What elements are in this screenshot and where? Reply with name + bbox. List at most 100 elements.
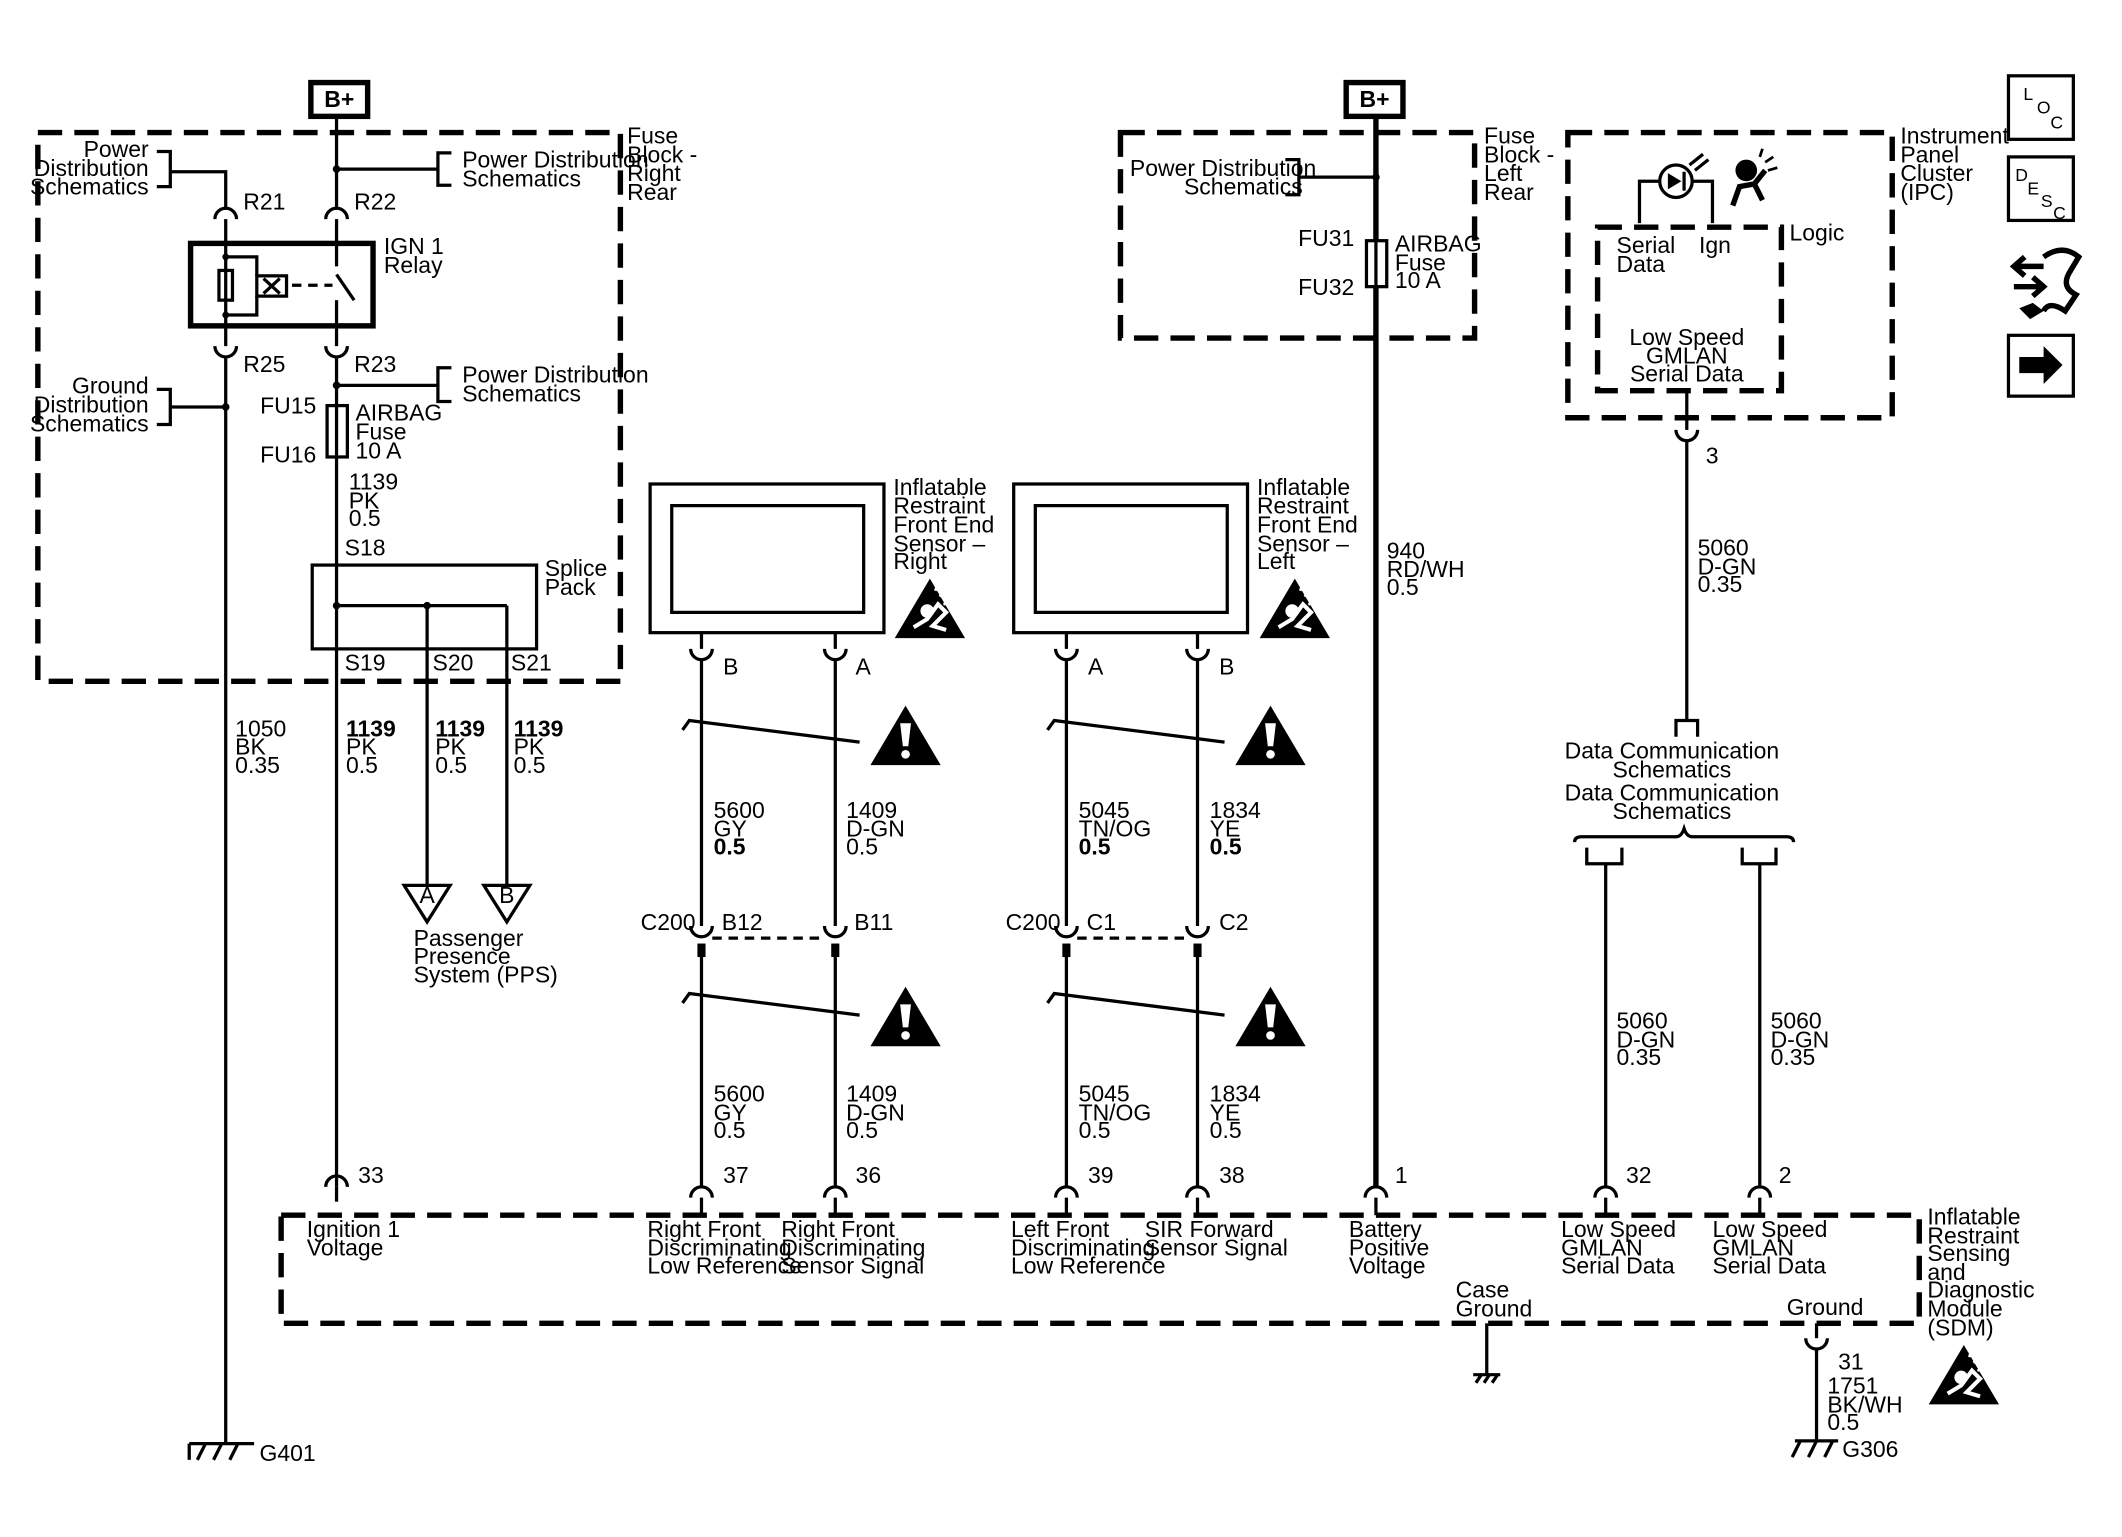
svg-text:Schematics: Schematics (1613, 798, 1732, 824)
wire-5060-label-top: 5060 D-GN 0.35 (1698, 535, 1757, 597)
svg-text:Fuse: Fuse (1484, 122, 1535, 148)
svg-text:G401: G401 (260, 1440, 316, 1466)
pps-connector-a: A (401, 882, 454, 925)
svg-text:10 A: 10 A (1395, 267, 1442, 293)
svg-text:5045: 5045 (1079, 1081, 1130, 1107)
svg-text:Left Front: Left Front (1011, 1216, 1110, 1242)
svg-text:Restraint: Restraint (1927, 1223, 2020, 1249)
svg-text:D: D (2015, 165, 2028, 185)
svg-text:Schematics: Schematics (30, 174, 149, 200)
svg-text:D-GN: D-GN (1771, 1027, 1830, 1053)
pin-r22: R22 (354, 189, 396, 215)
svg-text:PK: PK (435, 733, 466, 759)
svg-text:(IPC): (IPC) (1900, 179, 1954, 205)
airbag-indicator-icon (1730, 148, 1778, 207)
svg-text:0.5: 0.5 (349, 505, 381, 531)
svg-text:Splice: Splice (545, 555, 608, 581)
svg-text:0.35: 0.35 (235, 752, 280, 778)
wire-1409-label-top: 1409 D-GN 0.5 (846, 797, 905, 859)
ipc-serial-data-label: Serial Data (1617, 232, 1676, 277)
svg-text:Left: Left (1257, 548, 1296, 574)
sdm-case-ground: Case Ground (1456, 1277, 1532, 1384)
svg-text:Sensor –: Sensor – (1257, 531, 1349, 557)
svg-text:Diagnostic: Diagnostic (1927, 1277, 2034, 1303)
svg-text:2: 2 (1779, 1162, 1792, 1188)
sdm-pin-31: 31 (1804, 1323, 1864, 1374)
power-distribution-ref-1: Power Distribution Schematics (462, 147, 648, 192)
airbag-fuse-lr-label: AIRBAG Fuse 10 A (1395, 231, 1482, 293)
svg-text:Fuse: Fuse (1395, 249, 1446, 275)
svg-text:Inflatable: Inflatable (1257, 474, 1350, 500)
ipc-logic-block (1594, 224, 1785, 394)
svg-text:B12: B12 (722, 909, 763, 935)
wire-1834-label-top: 1834 YE 0.5 (1210, 797, 1261, 859)
svg-text:G306: G306 (1842, 1436, 1898, 1462)
wire-5600-label-top: 5600 GY 0.5 (714, 797, 765, 859)
sdm-module (278, 1212, 1922, 1327)
power-distribution-ref-3: Power Distribution Schematics (1130, 155, 1316, 200)
loc-icon[interactable]: L O C (2006, 74, 2075, 141)
svg-text:36: 36 (856, 1162, 882, 1188)
svg-text:0.5: 0.5 (1827, 1409, 1859, 1435)
ipc-label: Instrument Panel Cluster (IPC) (1900, 122, 2009, 205)
svg-text:0.5: 0.5 (714, 1117, 746, 1143)
pin-r23: R23 (354, 351, 396, 377)
svg-text:0.5: 0.5 (1387, 574, 1419, 600)
wire-1409-label-bottom: 1409 D-GN 0.5 (846, 1081, 905, 1143)
svg-text:1139: 1139 (346, 716, 396, 742)
sdm-pin-32: 32 (1593, 1162, 1652, 1216)
ign1-relay-label: IGN 1 Relay (384, 233, 444, 278)
svg-text:AIRBAG: AIRBAG (1395, 231, 1482, 257)
svg-text:B: B (499, 882, 514, 908)
svg-text:1139: 1139 (349, 468, 398, 494)
sdm-term-rf-signal: Right Front Discriminating Sensor Signal (781, 1216, 925, 1278)
svg-text:YE: YE (1210, 816, 1241, 842)
svg-text:5600: 5600 (714, 797, 765, 823)
connector-icon[interactable] (2009, 247, 2083, 320)
svg-text:1139: 1139 (435, 716, 485, 742)
pps-connector-b: B (480, 882, 533, 925)
svg-text:B+: B+ (324, 86, 354, 112)
arrow-icon[interactable] (2006, 333, 2075, 398)
svg-text:C: C (2050, 113, 2063, 133)
wire-1751-label: 1751 BK/WH 0.5 (1827, 1373, 1902, 1435)
caution-icon (1235, 986, 1306, 1047)
svg-text:RD/WH: RD/WH (1387, 556, 1465, 582)
svg-text:System (PPS): System (PPS) (414, 962, 558, 988)
svg-text:D-GN: D-GN (846, 816, 905, 842)
splice-s19: S19 (345, 650, 386, 676)
power-distribution-ref-2: Power Distribution Schematics (462, 362, 648, 407)
wire-1050-label: 1050 BK 0.35 (235, 716, 286, 778)
svg-text:1834: 1834 (1210, 797, 1261, 823)
battery-positive-terminal-left: B+ (1343, 79, 1406, 120)
svg-text:5600: 5600 (714, 1081, 765, 1107)
svg-text:0.5: 0.5 (346, 752, 378, 778)
svg-text:GMLAN: GMLAN (1646, 343, 1728, 369)
svg-text:AIRBAG: AIRBAG (355, 399, 442, 425)
sdm-term-battery-voltage: Battery Positive Voltage (1349, 1216, 1429, 1278)
svg-text:C200: C200 (641, 909, 696, 935)
sdm-pin-38: 38 (1185, 1162, 1245, 1216)
fuse-fu16: FU16 (260, 441, 316, 467)
svg-text:Panel: Panel (1900, 141, 1959, 167)
svg-text:C: C (2053, 203, 2066, 223)
svg-text:0.5: 0.5 (435, 752, 467, 778)
svg-text:Low Speed: Low Speed (1561, 1216, 1676, 1242)
wire-5600-label-bottom: 5600 GY 0.5 (714, 1081, 765, 1143)
wire-940-label: 940 RD/WH 0.5 (1387, 537, 1465, 599)
svg-text:Presence: Presence (414, 943, 511, 969)
svg-text:Schematics: Schematics (1184, 174, 1303, 200)
svg-text:0.5: 0.5 (1210, 833, 1242, 859)
svg-text:39: 39 (1088, 1162, 1114, 1188)
svg-text:0.35: 0.35 (1698, 571, 1743, 597)
svg-text:Restraint: Restraint (893, 493, 986, 519)
svg-text:Block -: Block - (627, 141, 697, 167)
svg-text:Right: Right (893, 548, 947, 574)
desc-icon[interactable]: D E S C (2006, 155, 2075, 223)
sdm-pin-37: 37 (689, 1162, 749, 1216)
svg-text:B+: B+ (1360, 86, 1390, 112)
svg-text:Case: Case (1456, 1277, 1510, 1303)
svg-text:32: 32 (1626, 1162, 1652, 1188)
fuse-fu31: FU31 (1298, 225, 1354, 251)
